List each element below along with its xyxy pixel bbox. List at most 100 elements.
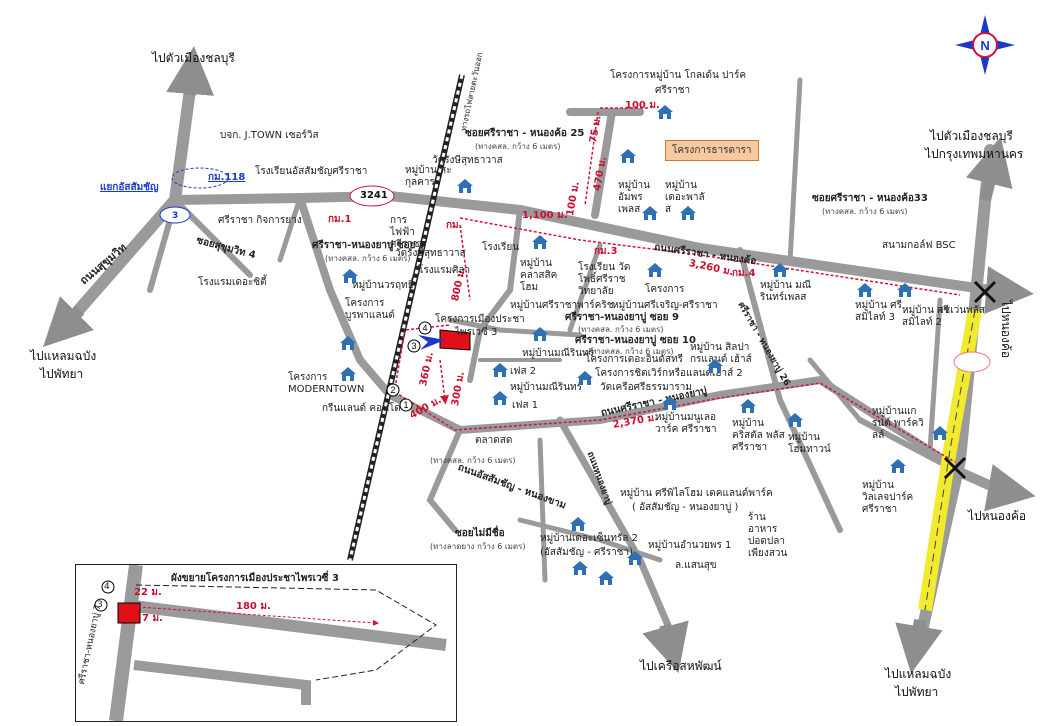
route-3-label: 3 (172, 211, 179, 221)
inset-marker-3: 3 (97, 600, 103, 610)
place-sinthorn-sub: ( อัสสัมชัญ - หนองยาบู่ ) (632, 502, 739, 513)
inset-canvas (94, 564, 447, 722)
house-icon (647, 263, 663, 277)
soi33-title: ซอยศรีราชา - หนองค้อ33 (812, 193, 928, 204)
direction-khrua-sahapat: ไปเครือสหพัฒน์ (640, 659, 722, 673)
place-phase-1: เฟส 1 (512, 400, 539, 411)
junction-symbols (943, 280, 997, 480)
place-sarawut: โครงการธารดารา (665, 140, 759, 161)
place-proj-main: โครงการเมืองประชา (435, 314, 525, 325)
direction-chonburi-nw: ไปตัวเมืองชลบุรี (152, 51, 235, 65)
house-icon (532, 235, 548, 249)
inset-dist-7: 7 ม. (142, 613, 163, 624)
direction-arrows (43, 46, 1036, 674)
compass-letter: N (980, 38, 989, 53)
house-icon (932, 426, 948, 440)
house-icon (598, 571, 614, 585)
soi10-title: ศรีราชา-หนองยาบู่ ซอย 10 (575, 335, 696, 346)
house-icon (642, 206, 658, 220)
place-mb-naruephon: หมู่บ้านวรฤทธิ์ (352, 280, 414, 291)
soi7-title: ศรีราชา-หนองยาบู่ ซอย 7 (312, 240, 426, 251)
direction-nongkho-se: ไปหนองค้อ (968, 509, 1027, 523)
direction-laem-chabang-se: ไปแหลมฉบัง (885, 667, 952, 681)
assumption-junction-label: แยกอัสสัมชัญ (100, 182, 159, 193)
compass-rose: N (955, 15, 1015, 75)
soi7-sub: (ทางคสล. กว้าง 6 เมตร) (325, 254, 411, 263)
house-icon (572, 561, 588, 575)
place-ploen-sukho: ล.แสนสุข (675, 560, 717, 571)
place-seven-plus: เซเว่นพลัส (940, 305, 985, 316)
inset-dist-22: 22 ม. (134, 587, 162, 598)
km118-label: กม.118 (208, 172, 246, 183)
route-lines (394, 107, 961, 463)
place-mb-the-nest: หมู่บ้านเดอะเซ็นทรัล 2 (540, 533, 638, 544)
place-school-wat: โรงเรียน วัดโพธิ์ศรีราชวิทยาลัย (578, 262, 631, 297)
house-icon (492, 391, 508, 405)
place-golden-park: โครงการหมู่บ้าน โกลเด้น ปาร์ค (610, 70, 747, 81)
place-phrachiamsak-3: ไพรเวซี่ 3 (455, 327, 498, 338)
place-green-land: กรีนแลนด์ คอนโด (322, 403, 401, 414)
place-pea: การไฟฟ้า ศรีราชา (390, 215, 426, 250)
place-mb-nongyabu: หมู่บ้านมนูเลอวาร์ค ศรีราชา (655, 412, 717, 435)
direction-laem-chabang-w: ไปแหลมฉบัง (30, 349, 97, 363)
house-icon (657, 105, 673, 119)
place-wat-sriracha-2: วัดรังษีสุทธาวาส (395, 248, 466, 259)
place-mb-sakuluk: หมู่บ้าน สะกุลคาร (405, 165, 452, 188)
place-proj-sitthi: โครงการชิตเวิร์กหรือแลนด์เฮ้าส์ 2 (595, 368, 743, 379)
house-icon (680, 206, 696, 220)
direction-chonburi-ne: ไปตัวเมืองชลบุรี (930, 129, 1013, 143)
km118-badge (171, 167, 229, 189)
soi33-sub: (ทางคสล. กว้าง 6 เมตร) (822, 207, 908, 216)
place-suan-sriracha: หมู่บ้านศรีเจริญ-ศรีราชา (612, 300, 718, 311)
place-mb-sawang-2: หมู่บ้าน ศรีสมิไลท์ 2 (902, 305, 949, 328)
place-jtown: บจก. J.TOWN เซอร์วิส (220, 130, 319, 141)
place-sriracha-park: หมู่บ้านศรีราชาพาร์คริช (510, 300, 614, 311)
location-pointer (418, 335, 445, 350)
house-icon (787, 413, 803, 427)
place-proj-burapa: โครงการ บูรพาแลนด์ (345, 298, 395, 321)
house-icon (772, 263, 788, 277)
direction-nongkho-e: ไปหนองค้อ (999, 300, 1013, 359)
place-wat-krisana: วัดเครือศรีธรรมาราม (600, 382, 692, 393)
place-proj-ek-park: โครงการเดอะอินดัสทรี (585, 354, 684, 365)
dist-100a: 100 ม. (625, 100, 660, 111)
house-icon (890, 459, 906, 473)
place-mb-grand-park: หมู่บ้านแกรนด์ พาร์ควิลล์ (872, 406, 924, 441)
house-icon (707, 359, 723, 373)
km1-label: กม.1 (328, 214, 352, 225)
place-mb-palace: หมู่บ้าน เดอะพาลัส (665, 180, 705, 215)
route-3241-label: 3241 (360, 190, 388, 201)
place-phase-2: เฟส 2 (510, 366, 537, 377)
soi-mimue-title: ซอยไม่มีชื่อ (455, 528, 505, 539)
marker-4: 4 (422, 323, 427, 333)
place-mb-uthai: หมู่บ้าน อัมพรเพลส (618, 180, 650, 215)
house-icon (620, 149, 636, 163)
place-mb-manee-place: หมู่บ้าน มณีรินทร์เพลส (760, 280, 812, 303)
route-3-badge (159, 206, 191, 224)
house-icon (897, 283, 913, 297)
km2-label: กม. (446, 220, 463, 231)
dist-1100: 1,100 ม. (522, 210, 568, 221)
house-icon (457, 179, 473, 193)
house-icon (340, 367, 356, 381)
place-mb-home: หมู่บ้าน โฮมทาวน์ (788, 432, 831, 455)
house-icon (577, 371, 593, 385)
place-mb-velly-park: หมู่บ้าน วิลเลจปาร์ค ศรีราชา (862, 480, 914, 515)
inset-marker-4: 4 (104, 582, 110, 592)
road-network (64, 77, 1005, 646)
marker-1: 1 (403, 400, 408, 410)
soi25-sub: (ทางคสล. กว้าง 6 เมตร) (475, 142, 561, 151)
soi25-title: ซอยศรีราชา - หนองค้อ 25 (465, 128, 585, 139)
house-icon (532, 327, 548, 341)
house-icon (857, 283, 873, 297)
route-3241-badge (349, 185, 395, 207)
place-mb-manee-3: หมู่บ้านมณีรินทร์ (510, 382, 583, 393)
house-icon (740, 399, 756, 413)
place-hotel-sensila: โรงแรมศิลา (418, 265, 471, 276)
place-golf-bsc: สนามกอล์ฟ BSC (882, 240, 956, 251)
house-icon (570, 517, 586, 531)
place-assumption-school: โรงเรียนอัสสัมชัญศรีราชา (255, 166, 368, 177)
direction-pattaya-w: ไปพัทยา (40, 367, 84, 381)
soi-mimue-sub: (ทางลาดยาง กว้าง 6 เมตร) (430, 542, 526, 551)
assumption-sub: (ทางคสล. กว้าง 6 เมตร) (430, 456, 516, 465)
